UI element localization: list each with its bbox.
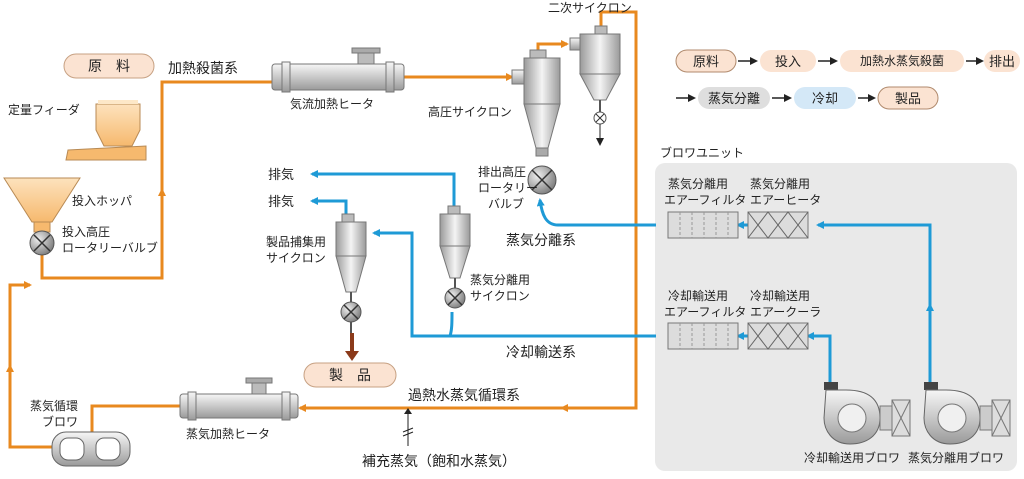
heat-sterilize-line-label: 加熱殺菌系 <box>168 61 238 77</box>
product-label: 製 品 <box>329 368 371 384</box>
flash-heater-label: 気流加熱ヒータ <box>290 96 374 111</box>
svg-text:加熱水蒸気殺菌: 加熱水蒸気殺菌 <box>860 53 944 68</box>
product-cyclone-label-2: サイクロン <box>266 251 326 265</box>
cool-lines <box>310 170 934 385</box>
svg-text:原料: 原料 <box>693 55 719 70</box>
steam-blower-label-2: ブロワ <box>42 414 78 429</box>
superheated-loop-label: 過熱水蒸気循環系 <box>408 388 520 404</box>
sep-blower-label: 蒸気分離用ブロワ <box>908 450 1004 465</box>
steam-separation-blower <box>923 382 1011 445</box>
makeup-steam-label: 補充蒸気（飽和水蒸気） <box>362 453 516 470</box>
metering-feeder <box>65 100 147 161</box>
cool-filter-label-2: エアーフィルタ <box>664 305 746 319</box>
flow-step: 加熱水蒸気殺菌 <box>840 50 964 72</box>
cooling-air-filter <box>667 322 739 350</box>
product-cyclone <box>335 213 367 333</box>
cooling-line-label: 冷却輸送系 <box>506 345 576 361</box>
input-valve-label-2: ロータリーバルブ <box>62 240 158 255</box>
steam-sep-line-label: 蒸気分離系 <box>506 232 576 249</box>
hot-lines <box>6 10 638 449</box>
steam-blower-label-1: 蒸気循環 <box>30 398 78 413</box>
steam-sep-air-heater <box>747 211 809 239</box>
sep-heater-label-2: エアーヒータ <box>750 193 821 207</box>
cool-cooler-label-1: 冷却輸送用 <box>750 288 810 303</box>
flow-legend: 原料 投入 加熱水蒸気殺菌 排出 蒸気分離 冷却 製品 <box>675 49 1020 110</box>
input-hopper-label: 投入ホッパ <box>72 193 132 208</box>
discharge-valve-label-2: ロータリー <box>478 181 538 195</box>
flow-step: 投入 <box>760 50 816 72</box>
product-cyclone-label-1: 製品捕集用 <box>266 234 326 249</box>
steam-sep-cyclone-label-1: 蒸気分離用 <box>470 272 530 287</box>
metering-feeder-label: 定量フィーダ <box>8 102 80 117</box>
flash-heater <box>271 47 405 93</box>
secondary-cyclone <box>569 25 621 125</box>
sep-filter-label-1: 蒸気分離用 <box>668 176 728 191</box>
discharge-valve-label-3: バルブ <box>488 196 524 211</box>
high-pressure-cyclone <box>511 49 561 157</box>
makeup-steam-line <box>402 408 414 446</box>
svg-text:冷却: 冷却 <box>812 92 838 107</box>
input-hopper <box>3 177 81 233</box>
secondary-cyclone-label: 二次サイクロン <box>548 1 632 15</box>
steam-circulation-blower <box>51 431 131 467</box>
product-arrowhead <box>345 351 359 361</box>
input-valve-label-1: 投入高圧 <box>62 224 110 239</box>
svg-text:製品: 製品 <box>895 92 921 107</box>
cooling-blower <box>823 382 911 445</box>
svg-text:蒸気分離: 蒸気分離 <box>708 91 760 107</box>
steam-sep-cyclone-label-2: サイクロン <box>470 289 530 303</box>
exhaust-label-2: 排気 <box>268 194 294 210</box>
product-box <box>303 362 397 388</box>
exhaust-label-1: 排気 <box>268 167 294 183</box>
flow-step: 排出 <box>984 50 1020 72</box>
steam-sep-air-filter <box>667 211 739 239</box>
sep-filter-label-2: エアーフィルタ <box>664 193 746 207</box>
raw-material-box <box>63 53 155 79</box>
discharge-valve-label-1: 排出高圧 <box>478 164 526 179</box>
discharge-rotary-valve <box>527 165 557 195</box>
sep-heater-label-1: 蒸気分離用 <box>750 176 810 191</box>
raw-material-label: 原 料 <box>88 59 130 75</box>
flow-step: 冷却 <box>794 87 856 109</box>
cooling-blower-label: 冷却輸送用ブロワ <box>804 450 900 465</box>
cool-filter-label-1: 冷却輸送用 <box>668 288 728 303</box>
cool-cooler-label-2: エアークーラ <box>750 305 821 319</box>
svg-text:排出: 排出 <box>989 55 1015 70</box>
flow-step: 原料 <box>675 49 737 73</box>
flow-step: 蒸気分離 <box>698 87 770 109</box>
flow-step: 製品 <box>877 86 939 110</box>
high-pressure-cyclone-label: 高圧サイクロン <box>428 104 512 119</box>
blower-unit-label: ブロワユニット <box>660 145 744 160</box>
input-rotary-valve <box>29 230 55 256</box>
steam-heater-label: 蒸気加熱ヒータ <box>186 426 270 441</box>
svg-text:投入: 投入 <box>775 54 801 70</box>
cooling-air-cooler <box>747 322 809 350</box>
steam-heater <box>179 377 299 421</box>
steam-separation-cyclone <box>439 205 471 309</box>
